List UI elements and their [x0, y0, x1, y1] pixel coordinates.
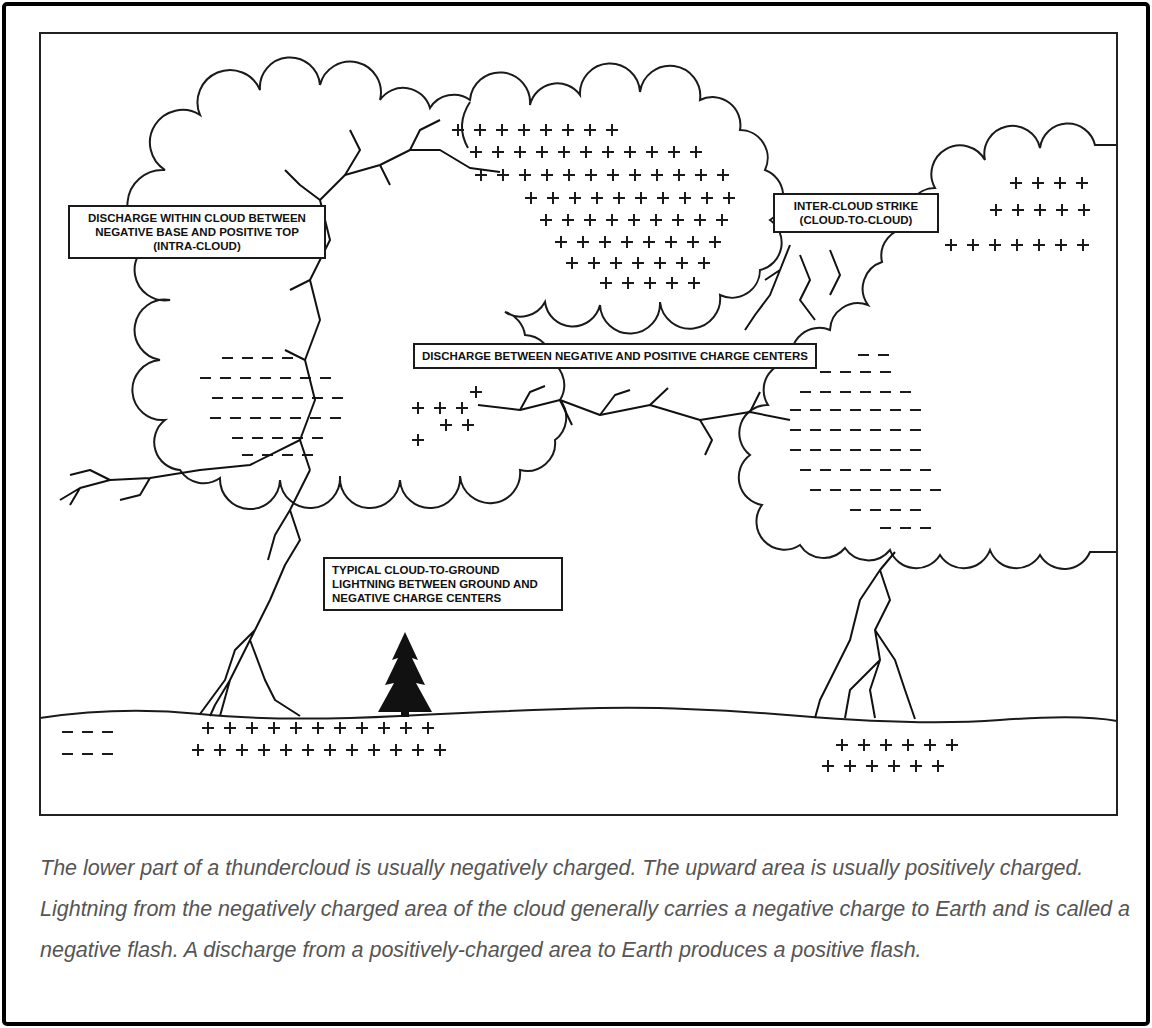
negative-charge-row [790, 409, 921, 411]
positive-charge-row [566, 257, 710, 269]
negative-charge-row [820, 371, 891, 373]
positive-charge-row [412, 386, 482, 446]
negative-charge-row [790, 429, 921, 431]
negative-charge-row [242, 454, 313, 456]
negative-charge-row [62, 753, 113, 755]
negative-charge-row [858, 354, 889, 356]
negative-charges [62, 355, 941, 754]
cloud-to-ground-bolt [815, 552, 915, 719]
negative-charge-row [790, 449, 921, 451]
charge-center-branch [520, 386, 760, 455]
thundercloud-outline [127, 57, 783, 509]
negative-charge-row [62, 731, 113, 733]
cloud-inner-edge [462, 102, 470, 148]
positive-charge-row [540, 214, 728, 226]
tree-crown [378, 632, 432, 712]
negative-charge-row [200, 377, 331, 379]
figure-caption: The lower part of a thundercloud is usua… [40, 848, 1135, 971]
positive-charge-row [470, 146, 702, 158]
positive-charge-row [525, 192, 735, 204]
negative-charge-row [850, 509, 921, 511]
positive-charge-row [475, 169, 729, 181]
negative-charge-row [800, 391, 911, 393]
callout-text: TYPICAL CLOUD-TO-GROUND LIGHTNING BETWEE… [332, 563, 554, 605]
intra-cloud-bolt [300, 150, 500, 470]
negative-charge-row [222, 357, 293, 359]
negative-charge-row [800, 469, 931, 471]
negative-charge-row [810, 489, 941, 491]
inter-cloud-bolt [745, 245, 840, 330]
callout-text: INTER-CLOUD STRIKE (CLOUD-TO-CLOUD) [782, 199, 930, 227]
negative-charge-row [210, 417, 341, 419]
positive-charge-row [555, 236, 721, 248]
positive-charge-row [600, 277, 700, 289]
negative-charge-row [212, 397, 343, 399]
callout-box: INTER-CLOUD STRIKE (CLOUD-TO-CLOUD) [773, 193, 939, 233]
cloud-to-ground-bolt [200, 470, 310, 716]
outer-border [4, 4, 1148, 1024]
negative-charge-row [232, 437, 323, 439]
callout-box: DISCHARGE WITHIN CLOUD BETWEEN NEGATIVE … [68, 205, 326, 259]
ground-line [40, 708, 1117, 723]
negative-charge-row [880, 527, 931, 529]
callout-box: DISCHARGE BETWEEN NEGATIVE AND POSITIVE … [413, 343, 817, 369]
positive-charge-row [822, 760, 944, 772]
positive-charge-row [836, 739, 958, 751]
callout-text: DISCHARGE WITHIN CLOUD BETWEEN NEGATIVE … [77, 211, 317, 253]
callout-box: TYPICAL CLOUD-TO-GROUND LIGHTNING BETWEE… [323, 557, 563, 611]
positive-charge-row [1010, 177, 1088, 189]
positive-charge-row [452, 124, 618, 136]
positive-charge-row [990, 204, 1090, 216]
intra-cloud-branch [60, 120, 440, 505]
positive-charge-row [945, 239, 1089, 251]
figure-frame [40, 33, 1117, 815]
positive-charges [192, 124, 1090, 772]
callout-text: DISCHARGE BETWEEN NEGATIVE AND POSITIVE … [422, 349, 808, 363]
positive-charge-row [192, 744, 446, 756]
positive-charge-row [202, 722, 434, 734]
